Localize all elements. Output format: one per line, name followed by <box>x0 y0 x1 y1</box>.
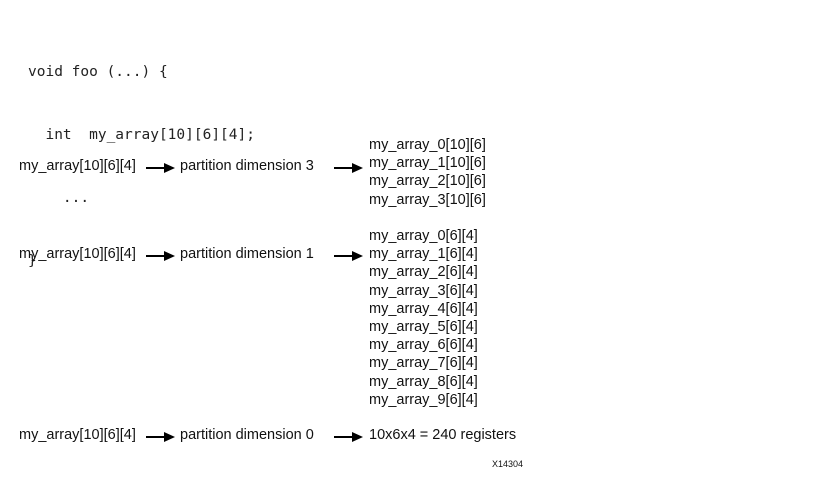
operation-label: partition dimension 0 <box>180 427 314 443</box>
code-line: } <box>28 253 37 269</box>
result-list-dim3: my_array_0[10][6] my_array_1[10][6] my_a… <box>369 136 486 209</box>
result-item: my_array_3[6][4] <box>369 282 478 299</box>
result-item: my_array_9[6][4] <box>369 391 478 408</box>
code-line: ... <box>28 190 90 206</box>
operation-label: partition dimension 3 <box>180 158 314 174</box>
partition-row-dim0: my_array[10][6][4] partition dimension 0… <box>0 427 839 447</box>
source-array-label: my_array[10][6][4] <box>19 246 136 262</box>
result-item: my_array_6[6][4] <box>369 337 478 354</box>
partition-row-dim3: my_array[10][6][4] partition dimension 3 <box>0 158 839 178</box>
result-item: my_array_4[6][4] <box>369 300 478 317</box>
result-item: my_array_8[6][4] <box>369 373 478 390</box>
partition-row-dim1: my_array[10][6][4] partition dimension 1 <box>0 246 839 266</box>
figure-number: X14304 <box>492 459 524 469</box>
result-item: my_array_2[6][4] <box>369 264 478 281</box>
result-list-dim1: my_array_0[6][4] my_array_1[6][4] my_arr… <box>369 227 478 409</box>
result-item: my_array_1[10][6] <box>369 155 486 172</box>
result-item: my_array_1[6][4] <box>369 246 478 263</box>
result-item: my_array_2[10][6] <box>369 173 486 190</box>
arrow-icon <box>146 432 175 442</box>
code-line: int my_array[10][6][4]; <box>28 127 255 143</box>
result-item: my_array_3[10][6] <box>369 191 486 208</box>
arrow-icon <box>146 163 175 173</box>
arrow-icon <box>334 163 363 173</box>
code-snippet: void foo (...) { int my_array[10][6][4];… <box>28 20 255 293</box>
result-item: my_array_7[6][4] <box>369 355 478 372</box>
code-line: void foo (...) { <box>28 64 168 80</box>
result-item: my_array_0[6][4] <box>369 228 478 244</box>
result-item: my_array_0[10][6] <box>369 137 486 153</box>
source-array-label: my_array[10][6][4] <box>19 427 136 443</box>
arrow-icon <box>334 251 363 261</box>
operation-label: partition dimension 1 <box>180 246 314 262</box>
result-item: my_array_5[6][4] <box>369 319 478 336</box>
arrow-icon <box>146 251 175 261</box>
result-item: 10x6x4 = 240 registers <box>369 427 517 443</box>
source-array-label: my_array[10][6][4] <box>19 158 136 174</box>
arrow-icon <box>334 432 363 442</box>
